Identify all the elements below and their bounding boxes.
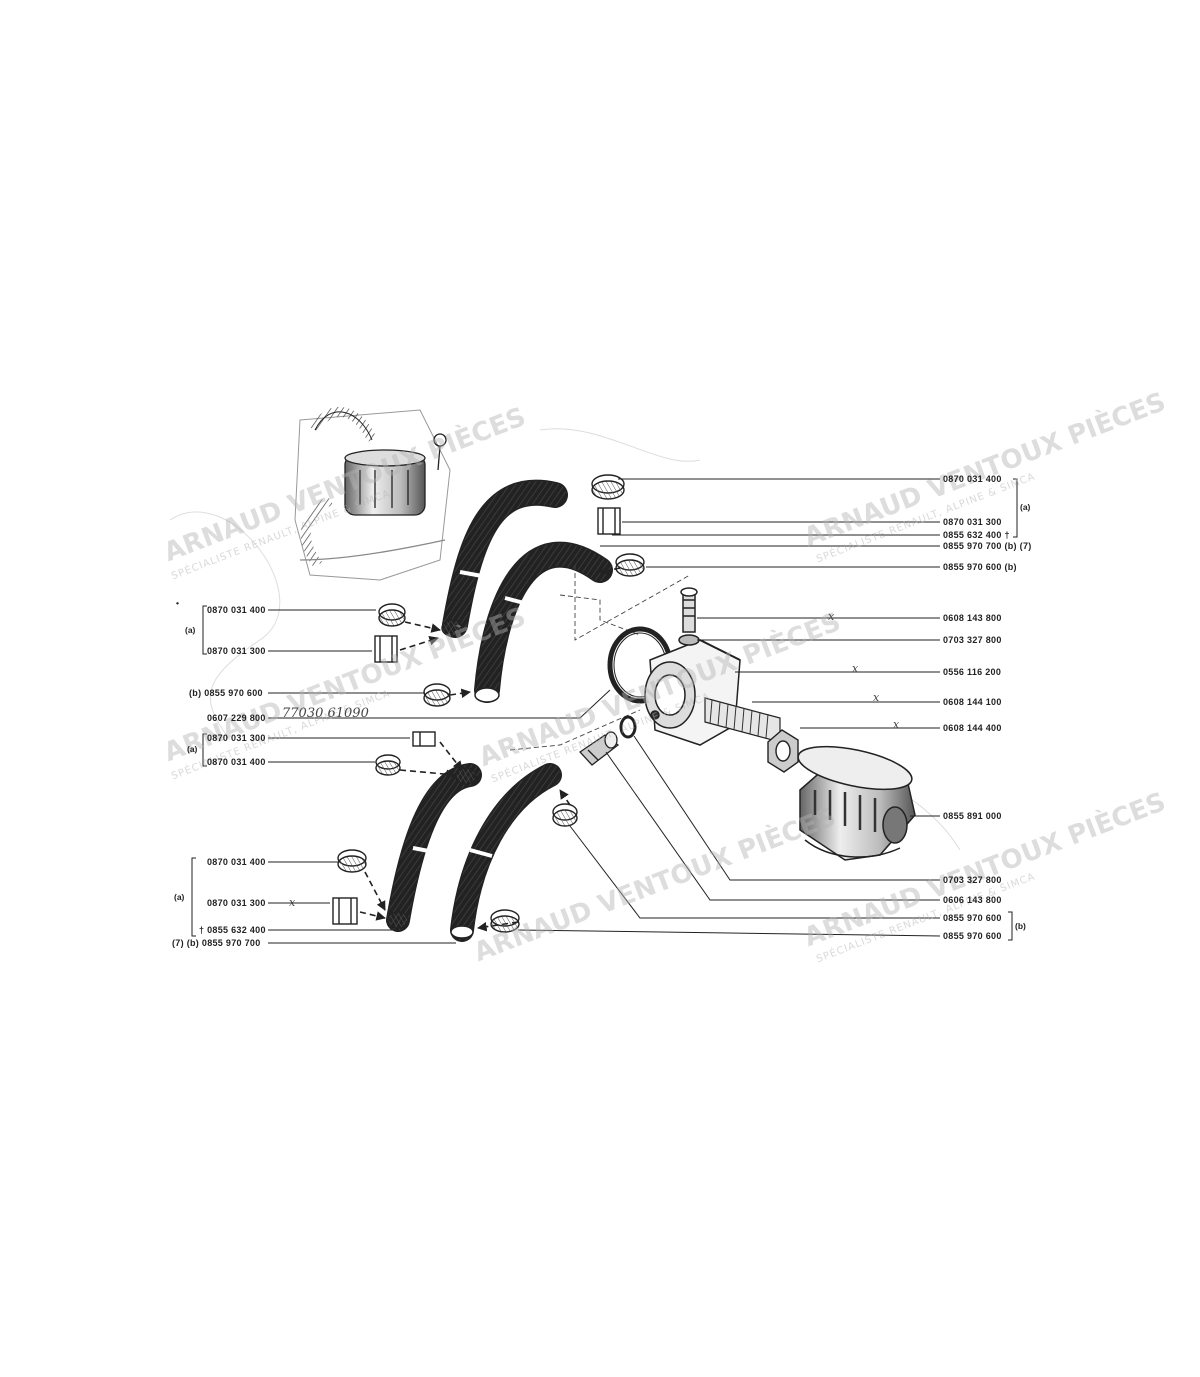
- tick-mark: x: [828, 610, 835, 623]
- group-tag: (a): [1020, 502, 1031, 512]
- lower-hose-right: [450, 763, 562, 942]
- part-label: 0855 970 700 (b) (7): [943, 541, 1032, 551]
- part-label: 0855 632 400 †: [943, 530, 1010, 540]
- part-label: † 0855 632 400: [199, 925, 266, 935]
- handwritten-note: 77030 61090: [282, 706, 369, 721]
- part-label: 0607 229 800: [207, 713, 266, 723]
- part-label: 0608 143 800: [943, 613, 1002, 623]
- leader-lines: [191, 478, 1018, 944]
- part-label: 0703 327 800: [943, 635, 1002, 645]
- washer-union: [579, 715, 637, 766]
- group-tag: (a): [185, 625, 196, 635]
- part-label: 0608 144 400: [943, 723, 1002, 733]
- nut: [767, 729, 799, 773]
- part-label: 0703 327 800: [943, 875, 1002, 885]
- small-clamps: [332, 474, 645, 933]
- part-label: 0870 031 400: [207, 605, 266, 615]
- filter-canister: [797, 745, 916, 861]
- part-label: 0870 031 400: [943, 474, 1002, 484]
- part-label: 0608 144 100: [943, 697, 1002, 707]
- group-tag: (b): [1015, 921, 1026, 931]
- group-tag: (a): [187, 744, 198, 754]
- alignment-lines: [509, 565, 691, 751]
- part-label: 0870 031 300: [207, 733, 266, 743]
- upper-hose-right: [474, 541, 613, 703]
- tick-mark: x: [289, 896, 296, 909]
- tick-mark: x: [873, 691, 880, 704]
- inset-engine-view: [294, 406, 451, 581]
- part-label: 0855 970 600 (b): [943, 562, 1017, 572]
- part-label: 0855 970 600: [943, 913, 1002, 923]
- part-label: 0870 031 300: [943, 517, 1002, 527]
- part-label: 0870 031 400: [207, 857, 266, 867]
- tick-mark: x: [893, 718, 900, 731]
- part-label: 0870 031 300: [207, 646, 266, 656]
- upper-hose-left: [442, 479, 568, 638]
- margin-dot: •: [176, 598, 179, 608]
- part-label: (b) 0855 970 600: [189, 688, 263, 698]
- part-label: 0855 891 000: [943, 811, 1002, 821]
- group-tag: (a): [174, 892, 185, 902]
- part-label: (7) (b) 0855 970 700: [172, 938, 261, 948]
- assembly-arrows: [359, 565, 621, 932]
- part-label: 0606 143 800: [943, 895, 1002, 905]
- part-label: 0870 031 400: [207, 757, 266, 767]
- part-label: 0870 031 300: [207, 898, 266, 908]
- tick-mark: x: [852, 662, 859, 675]
- part-label: 0855 970 600: [943, 931, 1002, 941]
- part-label: 0556 116 200: [943, 667, 1002, 677]
